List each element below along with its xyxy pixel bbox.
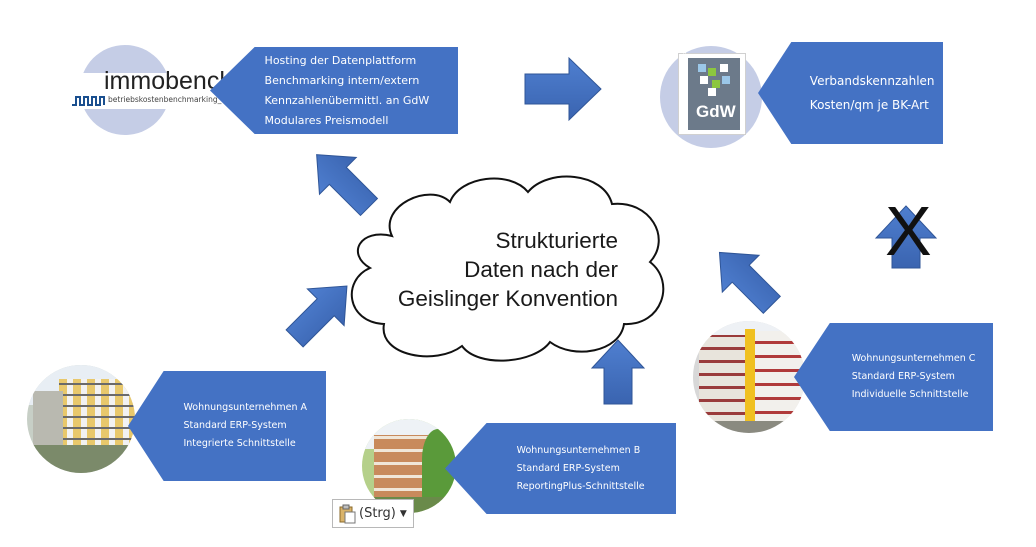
gdw-logo-text: GdW xyxy=(696,102,736,121)
clipboard-icon xyxy=(339,504,356,523)
arrow-blocked xyxy=(874,205,938,269)
arrow-from-company-c xyxy=(718,251,781,314)
company-c-yellow-band xyxy=(745,329,755,425)
arrow-right xyxy=(524,56,602,122)
company-b-callout: Wohnungsunternehmen B Standard ERP-Syste… xyxy=(445,423,676,514)
chevron-down-icon[interactable]: ▼ xyxy=(399,508,407,519)
arrow-to-immobench xyxy=(316,154,379,217)
company-b-description: Wohnungsunternehmen B Standard ERP-Syste… xyxy=(516,444,645,492)
arrow-from-company-a xyxy=(285,285,348,348)
paste-options-label: (Strg) xyxy=(359,506,396,521)
immobench-logo-tagline: betriebskostenbenchmarking_business xyxy=(108,95,255,104)
immobench-wave-icon xyxy=(72,96,105,106)
company-c-ground xyxy=(693,421,805,433)
gdw-description: Verbandskennzahlen Kosten/qm je BK-Art xyxy=(809,74,935,112)
gdw-cubes-icon xyxy=(698,64,730,96)
blocked-marker: X xyxy=(885,192,932,270)
company-a-photo xyxy=(27,365,135,473)
company-c-building-left xyxy=(699,335,745,425)
cloud-shape xyxy=(350,175,665,362)
gdw-callout: Verbandskennzahlen Kosten/qm je BK-Art xyxy=(758,42,943,144)
company-a-description: Wohnungsunternehmen A Standard ERP-Syste… xyxy=(183,402,308,449)
company-a-building-left xyxy=(33,391,63,451)
immobench-description: Hosting der Datenplattform Benchmarking … xyxy=(264,53,430,127)
company-c-description: Wohnungsunternehmen C Standard ERP-Syste… xyxy=(851,353,976,400)
paste-options-button[interactable]: (Strg) ▼ xyxy=(332,499,414,528)
gdw-logo: Die Wohnungswirtschaft Deutschland GdW xyxy=(678,34,746,135)
company-a-building xyxy=(59,379,135,449)
company-a-callout: Wohnungsunternehmen A Standard ERP-Syste… xyxy=(128,371,326,481)
company-b-building xyxy=(374,435,428,501)
arrow-from-company-b xyxy=(590,339,646,405)
company-c-photo xyxy=(693,321,805,433)
immobench-callout: Hosting der Datenplattform Benchmarking … xyxy=(210,47,458,134)
company-a-ground xyxy=(27,445,135,473)
company-c-callout: Wohnungsunternehmen C Standard ERP-Syste… xyxy=(794,323,993,431)
cloud-text: Strukturierte Daten nach der Geislinger … xyxy=(397,228,618,311)
